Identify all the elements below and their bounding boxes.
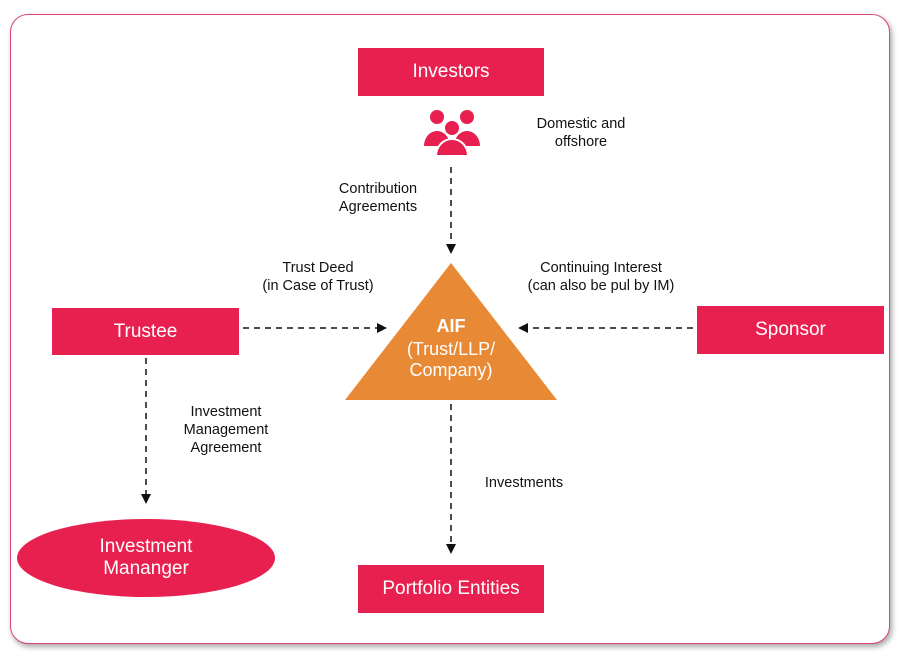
investment-management-agreement-label: Investment Management Agreement: [183, 404, 269, 456]
investment-manager-node: Investment Mananger: [17, 519, 275, 597]
contribution-agreements-label: Contribution Agreements: [338, 181, 418, 215]
trust-deed-label: Trust Deed (in Case of Trust): [262, 260, 374, 294]
group-people-icon: [424, 110, 480, 157]
aif-title: AIF: [436, 316, 466, 336]
aif-subtitle: (Trust/LLP/ Company): [406, 339, 496, 380]
investments-label: Investments: [484, 475, 564, 491]
trustee-node: Trustee: [52, 308, 239, 355]
continuing-interest-label: Continuing Interest (can also be pul by …: [527, 260, 675, 294]
investors-node: Investors: [358, 48, 544, 96]
sponsor-node: Sponsor: [697, 306, 884, 354]
domestic-offshore-label: Domestic and offshore: [536, 116, 626, 150]
aif-triangle: [345, 263, 557, 400]
portfolio-entities-node: Portfolio Entities: [358, 565, 544, 613]
